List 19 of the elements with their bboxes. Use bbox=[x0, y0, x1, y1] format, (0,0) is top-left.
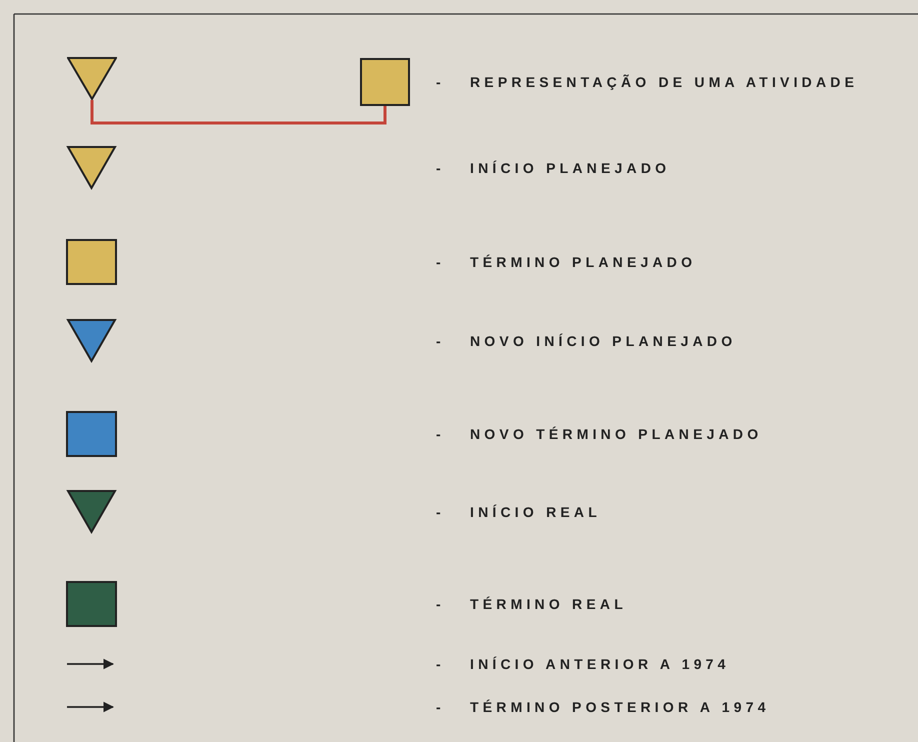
legend-text: REPRESENTAÇÃO DE UMA ATIVIDADE bbox=[470, 73, 858, 91]
dash: - bbox=[436, 655, 445, 673]
dash: - bbox=[436, 73, 445, 91]
dash: - bbox=[436, 503, 445, 521]
dash: - bbox=[436, 698, 445, 716]
connector-line bbox=[90, 100, 386, 124]
legend-text: INÍCIO REAL bbox=[470, 503, 601, 521]
legend-text: INÍCIO ANTERIOR A 1974 bbox=[470, 655, 730, 673]
legend-text: NOVO INÍCIO PLANEJADO bbox=[470, 332, 736, 350]
legend-text: NOVO TÉRMINO PLANEJADO bbox=[470, 425, 762, 443]
legend-text: TÉRMINO PLANEJADO bbox=[470, 253, 696, 271]
legend-text: TÉRMINO REAL bbox=[470, 595, 627, 613]
dash: - bbox=[436, 425, 445, 443]
dash: - bbox=[436, 332, 445, 350]
legend-text: INÍCIO PLANEJADO bbox=[470, 159, 670, 177]
dash: - bbox=[436, 595, 445, 613]
legend-text: TÉRMINO POSTERIOR A 1974 bbox=[470, 698, 770, 716]
dash: - bbox=[436, 159, 445, 177]
dash: - bbox=[436, 253, 445, 271]
